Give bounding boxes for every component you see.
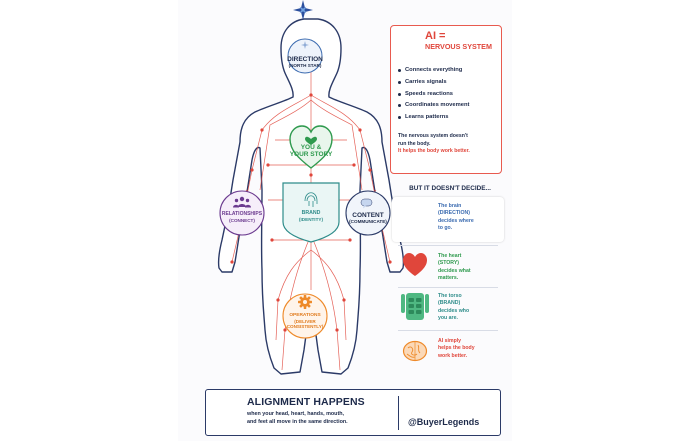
- torso-card-line: (BRAND): [438, 300, 461, 307]
- relationships-subtitle: (CONNECT): [229, 217, 255, 223]
- relationships-label: RELATIONSHIPS (CONNECT): [220, 211, 264, 223]
- direction-subtitle: (NORTH STAR): [288, 63, 322, 69]
- list-item: Speeds reactions: [397, 91, 501, 103]
- direction-label: DIRECTION (NORTH STAR): [285, 56, 325, 69]
- relationships-circle: [219, 190, 265, 236]
- heart-center-icon: [305, 136, 317, 145]
- ai-card-line: AI simply: [438, 338, 462, 344]
- ai-card-text: AI simply helps the body work better.: [438, 338, 500, 360]
- torso-card: The torso (BRAND) decides who you are.: [392, 289, 504, 334]
- content-subtitle: (COMMUNICATE): [349, 219, 387, 225]
- heart-card-text: The heart (STORY) decides what matters.: [438, 253, 500, 282]
- operations-circle: [282, 293, 328, 339]
- people-icon: [233, 196, 251, 208]
- ai-card-line: helps the body: [438, 345, 475, 352]
- brand-label: BRAND (IDENTITY): [291, 210, 331, 222]
- torso-card-line: The torso: [438, 293, 462, 299]
- story-line-2: YOUR STORY: [289, 151, 333, 159]
- operations-subtitle-2: CONSISTENTLY): [286, 323, 324, 329]
- ai-note-line-1: The nervous system doesn't: [398, 133, 468, 139]
- footer-subtitle-line-2: and feet all move in the same direction.: [247, 418, 348, 425]
- story-label: YOU & YOUR STORY: [286, 144, 336, 159]
- torso-card-line: decides who: [438, 307, 470, 314]
- list-item: Coordinates movement: [397, 102, 501, 114]
- list-item: Carries signals: [397, 79, 501, 91]
- fingerprint-icon: [304, 192, 318, 207]
- operations-title: OPERATIONS: [289, 313, 321, 318]
- footer-subtitle: when your head, heart, hands, mouth, and…: [247, 411, 385, 427]
- ai-note-line-3: It helps the body work better.: [398, 148, 470, 155]
- ai-panel-title: AI = NERVOUS SYSTEM: [425, 30, 499, 51]
- divider: [398, 287, 498, 288]
- decide-heading: BUT IT DOESN'T DECIDE...: [409, 185, 491, 192]
- operations-label: OPERATIONS (DELIVER CONSISTENTLY): [283, 313, 327, 329]
- ai-note-line-2: run the body.: [398, 140, 431, 147]
- footer-banner: [205, 389, 501, 436]
- brain-card-line: to go.: [438, 224, 453, 231]
- north-star-icon: [293, 0, 313, 20]
- relationships-title: RELATIONSHIPS: [221, 211, 263, 217]
- ai-bullet-list: Connects everything Carries signals Spee…: [397, 67, 501, 126]
- speech-bubble-icon: [360, 198, 373, 209]
- brain-card-line: The brain: [438, 203, 462, 209]
- heart-card-line: (STORY): [438, 260, 460, 267]
- heart-icon: [403, 253, 427, 276]
- heart-card-line: decides what: [438, 267, 471, 274]
- list-item: Connects everything: [397, 67, 501, 79]
- small-star-icon: [301, 41, 309, 49]
- footer-title: ALIGNMENT HAPPENS: [247, 396, 365, 408]
- footer-divider: [398, 396, 399, 430]
- story-line-1: YOU &: [300, 144, 322, 151]
- heart-card-line: matters.: [438, 274, 459, 281]
- operations-subtitle-1: (DELIVER: [294, 318, 316, 324]
- brand-title: BRAND: [301, 210, 321, 216]
- brand-handle: @BuyerLegends: [408, 417, 480, 427]
- torso-card-line: you are.: [438, 314, 458, 321]
- torso-icon: [401, 293, 429, 320]
- direction-circle: [287, 38, 323, 74]
- brain-card-text: The brain (DIRECTION) decides where to g…: [438, 203, 500, 232]
- ai-title-line-1: AI =: [425, 30, 446, 42]
- torso-card-text: The torso (BRAND) decides who you are.: [438, 293, 500, 322]
- ai-card: AI simply helps the body work better.: [392, 333, 504, 378]
- brand-subtitle: (IDENTITY): [299, 216, 323, 222]
- direction-title: DIRECTION: [287, 56, 323, 63]
- heart-icon: [289, 125, 333, 169]
- gear-icon: [298, 295, 312, 309]
- heart-card-line: The heart: [438, 253, 462, 259]
- divider: [398, 330, 498, 331]
- footer-subtitle-line-1: when your head, heart, hands, mouth,: [247, 411, 345, 417]
- content-circle: [345, 190, 391, 236]
- list-item: Learns patterns: [397, 114, 501, 126]
- divider: [398, 245, 498, 246]
- ai-nervous-system-panel: [390, 25, 502, 174]
- content-title: CONTENT: [352, 212, 384, 219]
- content-label: CONTENT (COMMUNICATE): [346, 212, 390, 225]
- brain-card-line: (DIRECTION): [438, 210, 470, 217]
- brain-card: The brain (DIRECTION) decides where to g…: [392, 197, 504, 242]
- ai-card-line: work better.: [438, 352, 468, 359]
- ai-title-line-2: NERVOUS SYSTEM: [425, 41, 492, 51]
- heart-card: The heart (STORY) decides what matters.: [392, 249, 504, 294]
- ai-panel-note: The nervous system doesn't run the body.…: [398, 133, 500, 156]
- brain-card-line: decides where: [438, 217, 474, 224]
- neural-brain-icon: [402, 340, 428, 362]
- brand-shield: [282, 182, 340, 243]
